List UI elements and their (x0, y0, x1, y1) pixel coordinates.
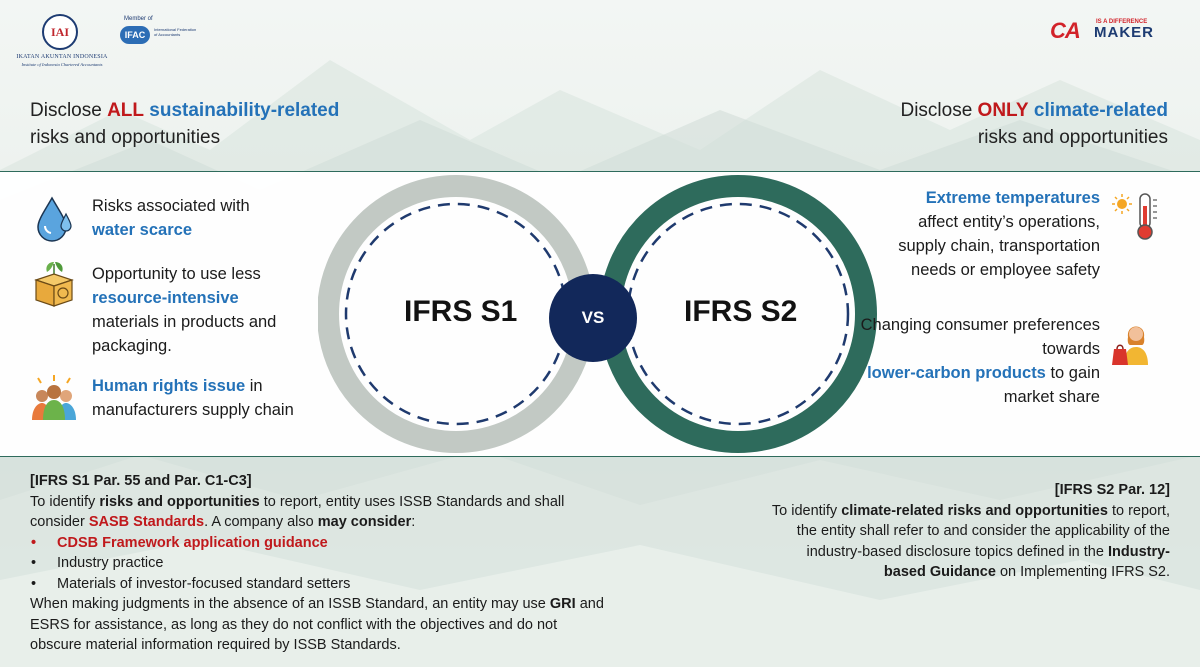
item-highlight: Human rights issue (92, 377, 246, 395)
left-headline: Disclose ALL sustainability-related risk… (30, 97, 490, 151)
left-headline-line2: risks and opportunities (30, 127, 221, 148)
ref-bold: may consider (317, 514, 412, 530)
ifrs-s2-reference: [IFRS S2 Par. 12] To identify climate-re… (770, 480, 1170, 583)
thermometer-icon (1112, 193, 1157, 240)
item-highlight: Extreme temperatures (925, 189, 1100, 207)
ref-paragraph-2: When making judgments in the absence of … (30, 594, 610, 656)
ifrs-s1-reference: [IFRS S1 Par. 55 and Par. C1-C3] To iden… (30, 471, 610, 656)
iai-logo: IAI IKATAN AKUNTAN INDONESIA Institute o… (14, 14, 110, 70)
item-text-after: in manufacturers supply chain (92, 377, 294, 419)
ifac-badge: IFAC (120, 26, 150, 44)
ifac-logo: Member of IFAC International Federation … (118, 16, 198, 48)
recycled-box-icon (34, 262, 74, 307)
water-drop-icon (37, 196, 72, 242)
shopper-icon (1112, 326, 1148, 365)
ref-bold: Industry-based Guidance (883, 543, 1170, 581)
right-headline-line2: risks and opportunities (977, 127, 1168, 148)
item-text: Risks associated with (92, 197, 250, 215)
list-item: CDSB Framework application guidance (30, 533, 610, 554)
ifac-member-text: Member of (124, 16, 153, 22)
ref-text: to report, entity uses ISSB Standards an… (30, 493, 565, 531)
ref-text: : (411, 514, 416, 530)
ref-paragraph: To identify climate-related risks and op… (770, 501, 1170, 583)
risk-water-scarce: Risks associated with water scarce (92, 194, 302, 242)
right-headline: Disclose ONLY climate-related risks and … (708, 97, 1168, 151)
ref-title: [IFRS S2 Par. 12] (1054, 482, 1170, 498)
ref-text: . A company also (204, 514, 318, 530)
ref-text: to report, the entity shall refer to and… (796, 502, 1170, 560)
ifrs-s2-label: IFRS S2 (684, 295, 798, 328)
human-rights-issue: Human rights issue in manufacturers supp… (92, 374, 332, 422)
vs-badge: VS (549, 274, 637, 362)
ref-bold: climate-related risks and opportunities (841, 502, 1108, 519)
ref-bold: risks and opportunities (99, 493, 260, 510)
ca-mark: CA (1050, 18, 1081, 43)
item-text-after: to gain market share (1003, 364, 1100, 406)
left-headline-emphasis: ALL (107, 100, 145, 121)
iai-name: IKATAN AKUNTAN INDONESIA (16, 54, 108, 60)
opportunity-resource-intensive: Opportunity to use less resource-intensi… (92, 262, 302, 358)
ref-text: on Implementing IFRS S2. (995, 564, 1170, 580)
ref-red-bold: SASB Standards (88, 514, 205, 530)
left-headline-prefix: Disclose (30, 100, 108, 121)
extreme-temperatures: Extreme temperatures affect entity’s ope… (870, 186, 1100, 282)
iai-seal-icon: IAI (42, 14, 78, 50)
list-item: Industry practice (30, 553, 610, 574)
right-headline-prefix: Disclose (900, 100, 978, 121)
iai-abbrev: IAI (50, 24, 69, 39)
item-text: Changing consumer preferences towards (860, 316, 1100, 358)
item-text-after: affect entity’s operations, supply chain… (898, 213, 1100, 279)
iai-subtitle: Institute of Indonesia Chartered Account… (21, 62, 103, 67)
ifac-name: International Federation of Accountants (154, 27, 197, 37)
item-text-after: materials in products and packaging. (92, 313, 277, 355)
item-highlight: resource-intensive (92, 289, 239, 307)
people-icon (32, 375, 76, 420)
ref-title: [IFRS S1 Par. 55 and Par. C1-C3] (30, 473, 252, 489)
ifrs-s1-label: IFRS S1 (404, 295, 518, 328)
left-headline-highlight: sustainability-related (149, 100, 340, 121)
ref-text: To identify (771, 502, 842, 519)
right-headline-highlight: climate-related (1033, 100, 1168, 121)
item-text: Opportunity to use less (92, 265, 261, 283)
ca-logo: CA IS A DIFFERENCE MAKER (1050, 18, 1170, 43)
ca-maker: MAKER (1094, 24, 1154, 41)
ref-text: To identify (30, 493, 100, 510)
ref-text: When making judgments in the absence of … (30, 596, 550, 612)
right-headline-emphasis: ONLY (977, 100, 1029, 121)
list-item: Materials of investor-focused standard s… (30, 574, 610, 595)
ref-paragraph-1: To identify risks and opportunities to r… (30, 492, 610, 533)
item-highlight: lower-carbon products (867, 364, 1046, 382)
ca-tagline: IS A DIFFERENCE (1096, 19, 1148, 25)
ref-bold: GRI (549, 596, 576, 612)
consumer-preferences: Changing consumer preferences towards lo… (860, 313, 1100, 409)
ref-text: and ESRS for assistance, as long as they… (30, 596, 604, 653)
consider-list: CDSB Framework application guidance Indu… (30, 533, 610, 595)
item-highlight: water scarce (92, 221, 192, 239)
